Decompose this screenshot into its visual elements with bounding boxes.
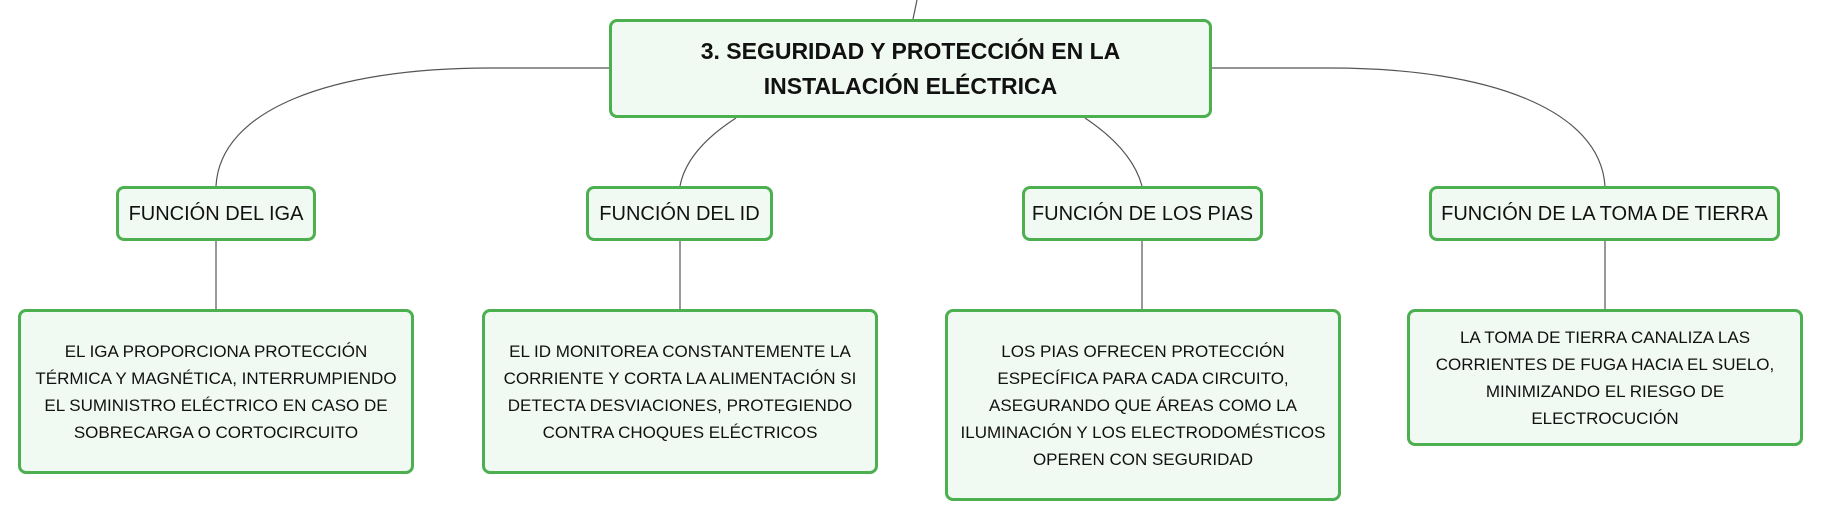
connector-root-id [679,117,737,187]
subtopic-toma-tierra-description[interactable]: LA TOMA DE TIERRA CANALIZA LAS CORRIENTE… [1407,309,1803,446]
topic-label: FUNCIÓN DEL IGA [128,202,304,225]
subtopic-pias-description[interactable]: LOS PIAS OFRECEN PROTECCIÓN ESPECÍFICA P… [945,309,1341,501]
subtopic-id-description[interactable]: EL ID MONITOREA CONSTANTEMENTE LA CORRIE… [482,309,878,474]
subtopic-text: EL ID MONITOREA CONSTANTEMENTE LA CORRIE… [503,341,857,442]
subtopic-text: EL IGA PROPORCIONA PROTECCIÓN TÉRMICA Y … [35,341,397,442]
topic-label: FUNCIÓN DEL ID [599,202,760,225]
connector-root-toma [1212,67,1606,187]
topic-funcion-iga[interactable]: FUNCIÓN DEL IGA [116,186,316,241]
subtopic-text: LOS PIAS OFRECEN PROTECCIÓN ESPECÍFICA P… [960,341,1326,469]
subtopic-text: LA TOMA DE TIERRA CANALIZA LAS CORRIENTE… [1435,327,1775,428]
topic-label: FUNCIÓN DE LA TOMA DE TIERRA [1441,202,1768,225]
parent-connector [912,0,918,20]
topic-funcion-id[interactable]: FUNCIÓN DEL ID [586,186,773,241]
topic-label: FUNCIÓN DE LOS PIAS [1031,202,1254,225]
connector-root-iga [215,67,609,187]
root-topic[interactable]: 3. SEGURIDAD Y PROTECCIÓN EN LA INSTALAC… [609,19,1212,118]
root-topic-title: 3. SEGURIDAD Y PROTECCIÓN EN LA INSTALAC… [700,37,1121,99]
topic-funcion-toma-tierra[interactable]: FUNCIÓN DE LA TOMA DE TIERRA [1429,186,1780,241]
connector-root-pias [1084,117,1143,187]
subtopic-iga-description[interactable]: EL IGA PROPORCIONA PROTECCIÓN TÉRMICA Y … [18,309,414,474]
topic-funcion-pias[interactable]: FUNCIÓN DE LOS PIAS [1022,186,1263,241]
